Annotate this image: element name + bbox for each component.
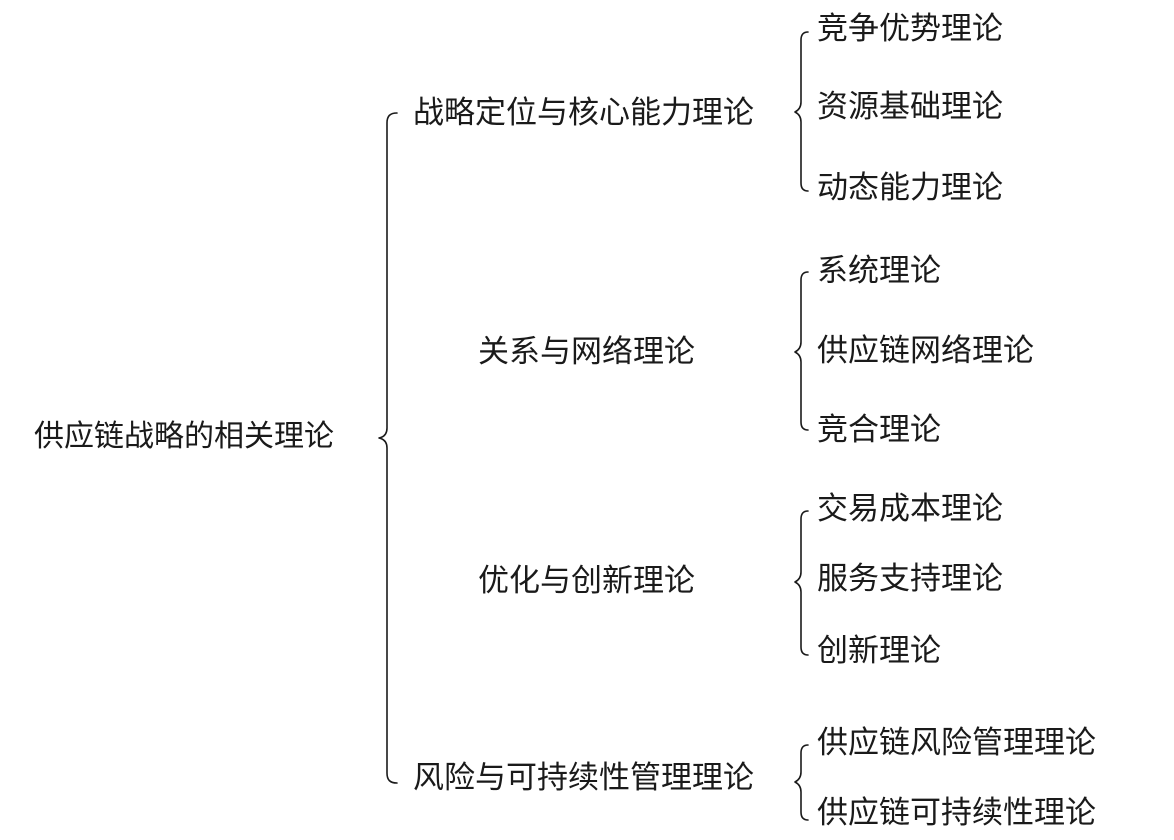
- category-risk-sustainability: 风险与可持续性管理理论: [413, 760, 754, 796]
- theory-item: 创新理论: [817, 633, 941, 669]
- root-topic: 供应链战略的相关理论: [34, 419, 334, 454]
- category-relationship-network: 关系与网络理论: [478, 334, 695, 370]
- brace-category-0: [794, 31, 809, 192]
- theory-item: 动态能力理论: [817, 170, 1003, 206]
- brace-category-2: [794, 510, 809, 656]
- theory-item: 供应链可持续性理论: [817, 795, 1096, 831]
- theory-item: 供应链风险管理理论: [817, 725, 1096, 761]
- theory-item: 供应链网络理论: [817, 333, 1034, 369]
- category-optimization-innovation: 优化与创新理论: [478, 563, 695, 599]
- brace-category-3: [794, 744, 809, 821]
- theory-item: 竞争优势理论: [817, 11, 1003, 47]
- theory-item: 服务支持理论: [817, 561, 1003, 597]
- theory-item: 资源基础理论: [817, 89, 1003, 125]
- category-strategic-positioning: 战略定位与核心能力理论: [413, 95, 754, 131]
- theory-item: 交易成本理论: [817, 491, 1003, 527]
- main-brace: [378, 112, 398, 784]
- theory-item: 系统理论: [817, 253, 941, 289]
- brace-category-1: [794, 271, 809, 431]
- theory-item: 竞合理论: [817, 412, 941, 448]
